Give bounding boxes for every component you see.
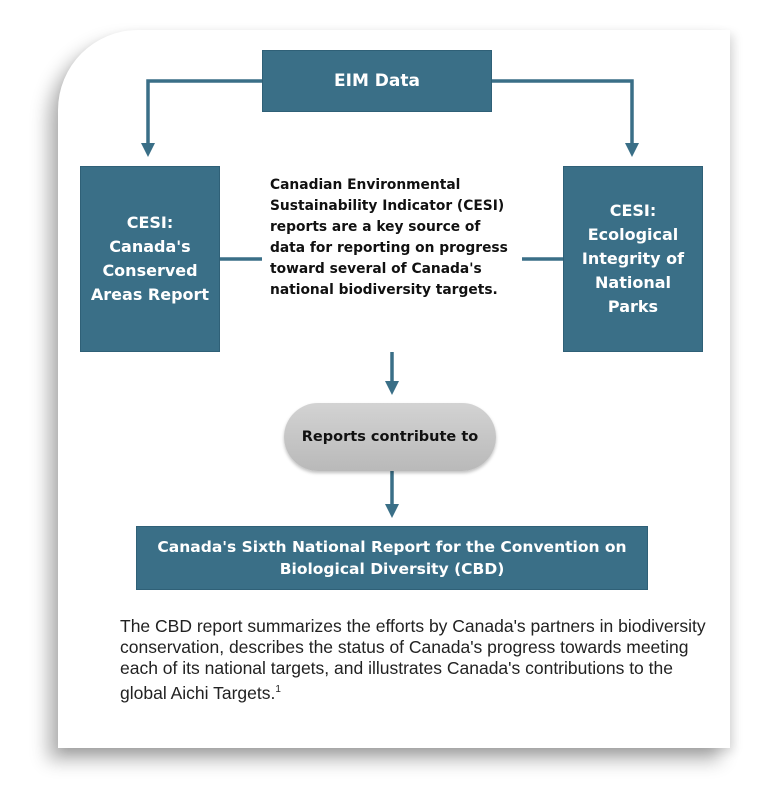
arrow-eim-to-conserved <box>141 79 262 157</box>
cbd-summary: The CBD report summarizes the efforts by… <box>120 616 710 704</box>
arrow-eim-to-integrity <box>492 79 639 157</box>
ecological-integrity-box: CESI: Ecological Integrity of National P… <box>563 166 703 352</box>
eim-data-box: EIM Data <box>262 50 492 112</box>
reports-contribute-label: Reports contribute to <box>301 429 479 445</box>
conserved-areas-box: CESI: Canada's Conserved Areas Report <box>80 166 220 352</box>
cbd-report-label: Canada's Sixth National Report for the C… <box>157 538 627 578</box>
cesi-description: Canadian Environmental Sustainability In… <box>270 177 508 298</box>
reports-contribute-pill: Reports contribute to <box>284 403 496 471</box>
cbd-report-box: Canada's Sixth National Report for the C… <box>136 526 648 590</box>
eim-data-label: EIM Data <box>334 71 420 91</box>
conserved-areas-label: CESI: Canada's Conserved Areas Report <box>90 213 210 304</box>
cbd-summary-text: The CBD report summarizes the efforts by… <box>120 616 706 703</box>
footnote-marker: 1 <box>275 684 281 695</box>
ecological-integrity-label: CESI: Ecological Integrity of National P… <box>581 201 685 316</box>
